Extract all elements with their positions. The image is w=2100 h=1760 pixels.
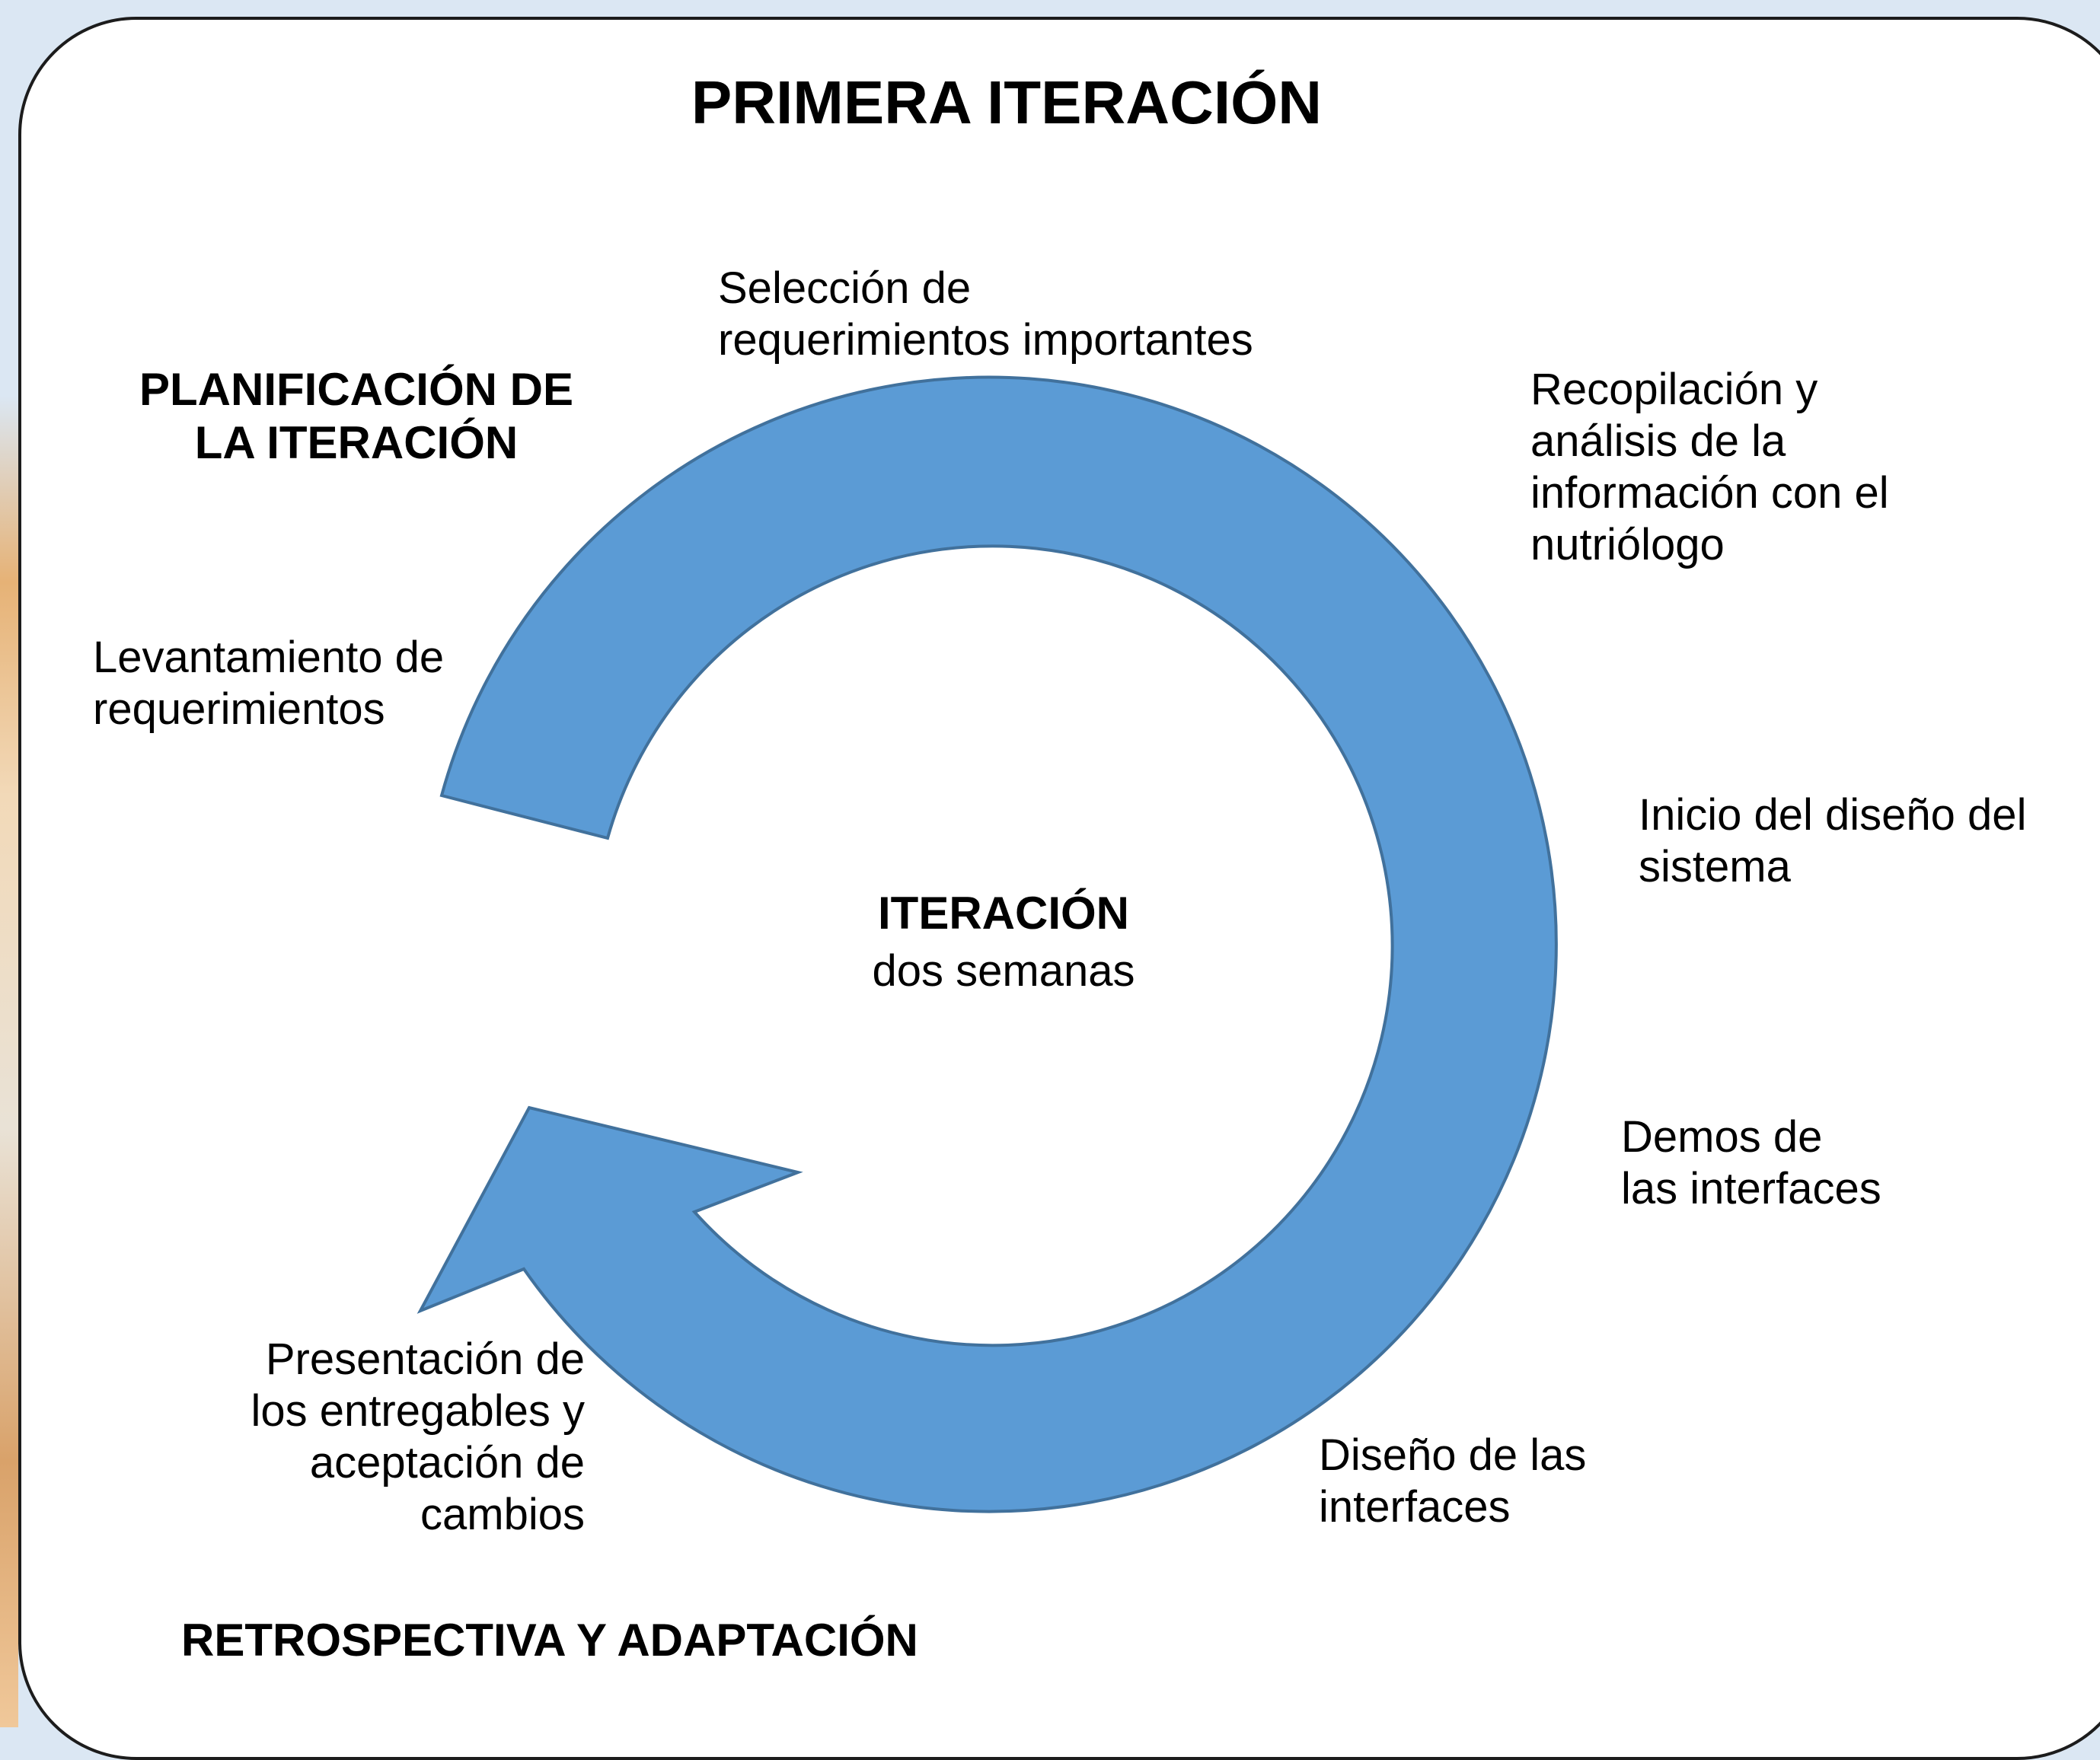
step-presentacion: Presentación de los entregables y acepta…: [251, 1334, 585, 1539]
phase-retrospective-label: RETROSPECTIVA Y ADAPTACIÓN: [181, 1615, 918, 1666]
step-recopilacion: Recopilación y análisis de la informació…: [1530, 365, 1889, 569]
circular-arrow-shape: [416, 375, 1558, 1513]
diagram-title: PRIMERA ITERACIÓN: [691, 69, 1323, 136]
step-inicio-diseno: Inicio del diseño del sistema: [1639, 790, 2027, 891]
phase-planning-label: PLANIFICACIÓN DE LA ITERACIÓN: [139, 364, 573, 469]
center-duration: dos semanas: [872, 946, 1135, 996]
center-heading: ITERACIÓN: [878, 888, 1129, 939]
background-image-strip: [0, 396, 18, 1727]
step-diseno-interfaces: Diseño de las interfaces: [1319, 1430, 1587, 1532]
step-seleccion: Selección de requerimientos importantes: [718, 263, 1253, 365]
step-demos: Demos de las interfaces: [1621, 1112, 1881, 1213]
step-levantamiento: Levantamiento de requerimientos: [93, 633, 445, 734]
